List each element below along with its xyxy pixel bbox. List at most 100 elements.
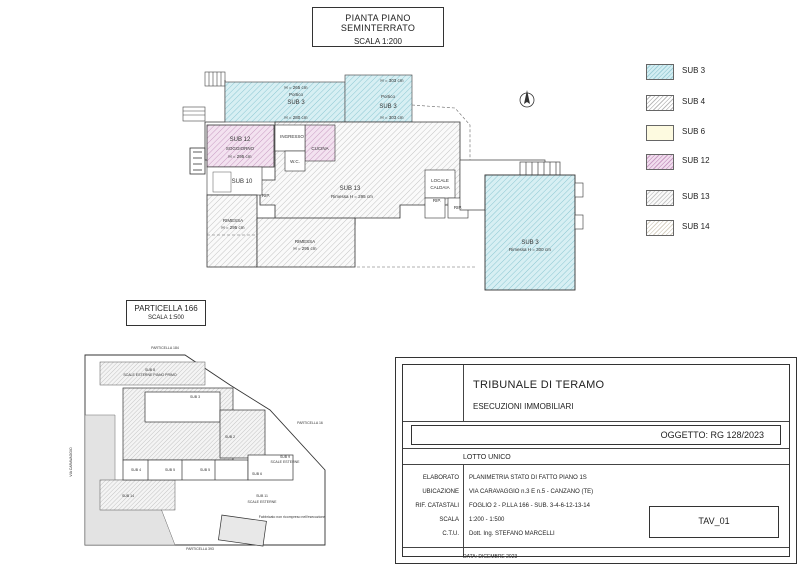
label-rimessa-1: RIMESSA xyxy=(223,218,243,223)
label-sub13-h: Rimessa H = 295 cm xyxy=(331,194,373,199)
label-rimessa-1-h: H = 295 cm xyxy=(221,225,244,230)
label-sub3-c-h: Rimessa H = 300 cm xyxy=(509,247,551,252)
parcel-boundary xyxy=(84,354,326,546)
row-value: Dott. Ing. STEFANO MARCELLI xyxy=(469,531,555,537)
label-caldaia: CALDAIA xyxy=(430,185,449,190)
legend-swatch-sub14 xyxy=(646,220,674,236)
label-h-a: H = 265 cm xyxy=(284,85,307,90)
label-sub8-note: SCALE ESTERNE PIANO PRIMO xyxy=(123,373,177,377)
legend-swatch-sub13 xyxy=(646,190,674,206)
label-sub4: SUB 4 xyxy=(131,468,141,472)
label-p393: PARTICELLA 393 xyxy=(186,547,214,551)
plan-title-box: PIANTA PIANO SEMINTERRATO SCALA 1:200 xyxy=(312,7,444,47)
date-text: DATA: DICEMBRE 2023 xyxy=(463,554,518,560)
label-sub11: SUB 11 xyxy=(256,494,268,498)
label-sub3-c: SUB 3 xyxy=(521,240,539,246)
legend-item: SUB 13 xyxy=(646,190,766,206)
divider xyxy=(403,547,789,548)
label-sub9: SUB 9 xyxy=(280,455,290,459)
ramp-area xyxy=(459,159,561,211)
legend-item: SUB 3 xyxy=(646,64,766,80)
label-sub13: SUB 13 xyxy=(340,186,361,192)
label-locale: LOCALE xyxy=(431,178,449,183)
tav-box: TAV_01 xyxy=(649,506,779,538)
lotto-text: LOTTO UNICO xyxy=(463,454,511,461)
label-rimessa-2: RIMESSA xyxy=(295,239,315,244)
area-sub8 xyxy=(99,361,206,386)
legend-swatch-sub12 xyxy=(646,154,674,170)
label-h-d: H = 303 cm xyxy=(380,115,403,120)
floor-plan: Portico SUB 3 H = 265 cm H = 280 cm Port… xyxy=(182,71,584,291)
row-label: SCALA xyxy=(439,517,459,523)
oggetto-box: OGGETTO: RG 128/2023 xyxy=(411,425,781,445)
legend-item: SUB 4 xyxy=(646,95,766,111)
label-sub3-a: SUB 3 xyxy=(287,100,305,106)
window-1 xyxy=(574,182,584,198)
area-sub14 xyxy=(99,479,176,511)
stair-top-left xyxy=(182,71,226,122)
legend-label: SUB 13 xyxy=(682,192,710,201)
title-block: TRIBUNALE DI TERAMO ESECUZIONI IMMOBILIA… xyxy=(395,357,797,564)
label-rip-3: RIP. xyxy=(454,205,462,210)
label-sub3-b: SUB 3 xyxy=(379,104,397,110)
plan-scale: SCALA 1:200 xyxy=(353,37,403,46)
stair-sub10 xyxy=(212,171,232,193)
row-value: 1:200 - 1:500 xyxy=(469,517,505,523)
tribunale-title: TRIBUNALE DI TERAMO xyxy=(473,379,605,391)
label-h-c: H = 303 cm xyxy=(380,78,403,83)
label-soggiorno: SOGGIORNO xyxy=(226,146,255,151)
row-label: C.T.U. xyxy=(442,531,459,537)
oggetto-text: OGGETTO: RG 128/2023 xyxy=(660,430,764,440)
legend-label: SUB 12 xyxy=(682,156,710,165)
legend-item: SUB 14 xyxy=(646,220,766,236)
label-sub12: SUB 12 xyxy=(230,137,251,143)
label-sub2: SUB 2 xyxy=(225,435,235,439)
label-wc: W.C. xyxy=(290,159,300,164)
title-block-inner: TRIBUNALE DI TERAMO ESECUZIONI IMMOBILIA… xyxy=(402,364,790,560)
label-sub5b: SUB 5 xyxy=(200,468,210,472)
label-rip-1: RIP. xyxy=(262,193,270,198)
label-sub14: SUB 14 xyxy=(122,494,134,498)
row-label: RIF. CATASTALI xyxy=(415,503,459,509)
label-sub8: SUB 8 xyxy=(145,368,155,372)
legend-swatch-sub6 xyxy=(646,125,674,141)
legend-item: SUB 12 xyxy=(646,154,766,170)
divider xyxy=(463,365,464,421)
legend-item: SUB 6 xyxy=(646,125,766,141)
particella-scale: SCALA 1:500 xyxy=(147,315,185,321)
row-label: ELABORATO xyxy=(422,475,459,481)
legend-label: SUB 14 xyxy=(682,222,710,231)
particella-title-box: PARTICELLA 166 SCALA 1:500 xyxy=(126,300,206,326)
divider xyxy=(463,464,464,556)
label-sub6: SUB 6 xyxy=(252,472,262,476)
sub3-garage-area xyxy=(484,174,576,291)
portico-sub3-area-b xyxy=(344,74,413,123)
row-value: VIA CARAVAGGIO n.3 E n.5 - CANZANO (TE) xyxy=(469,489,594,495)
legend-label: SUB 6 xyxy=(682,127,706,136)
row-label: UBICAZIONE xyxy=(422,489,459,495)
label-sub11-note: SCALE ESTERNE xyxy=(248,500,278,504)
rip-2-area xyxy=(424,197,446,219)
row-value: PLANIMETRIA STATO DI FATTO PIANO 1S xyxy=(469,475,587,481)
label-sub3-site: SUB 3 xyxy=(190,395,200,399)
label-p184: PARTICELLA 184 xyxy=(151,346,179,350)
north-arrow-icon xyxy=(519,90,535,108)
label-portico-a: Portico xyxy=(289,92,304,97)
site-building xyxy=(122,387,294,547)
label-h-sub12: H = 295 cm xyxy=(228,154,251,159)
esecuzioni-subtitle: ESECUZIONI IMMOBILIARI xyxy=(473,402,574,411)
ingresso-area xyxy=(274,124,306,152)
plan-title: PIANTA PIANO SEMINTERRATO xyxy=(340,13,416,33)
label-sub10: SUB 10 xyxy=(232,179,253,185)
divider xyxy=(403,448,789,449)
window-2 xyxy=(574,214,584,230)
tav-number: TAV_01 xyxy=(698,516,730,526)
locale-caldaia-area xyxy=(424,169,456,199)
label-build-note: Fabbricato non ricompreso nell'esecuzion… xyxy=(259,515,325,519)
divider xyxy=(403,421,789,422)
label-rimessa-2-h: H = 295 cm xyxy=(293,246,316,251)
ground-area-left xyxy=(84,414,176,546)
label-road: VIA CARAVAGGIO xyxy=(69,447,73,477)
cucina-area xyxy=(304,124,336,162)
